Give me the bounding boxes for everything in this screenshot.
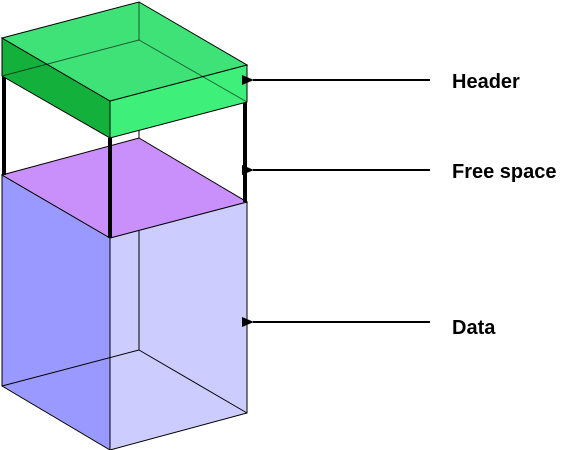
data-block-hidden-edge [138,349,248,414]
data-pointer: Data [242,317,496,339]
header-block [0,1,249,139]
data-label: Data [452,317,496,339]
header-pointer: Header [242,71,520,93]
header-block-hidden-edge [1,39,140,77]
header-block-top-face [0,1,249,102]
data-block-front-face [109,201,248,450]
free-space-pointer: Free space [242,161,557,183]
free-space-label: Free space [452,161,557,183]
data-block-hidden-edge [1,349,140,387]
header-label: Header [452,71,520,93]
header-block-hidden-edge [138,39,248,103]
